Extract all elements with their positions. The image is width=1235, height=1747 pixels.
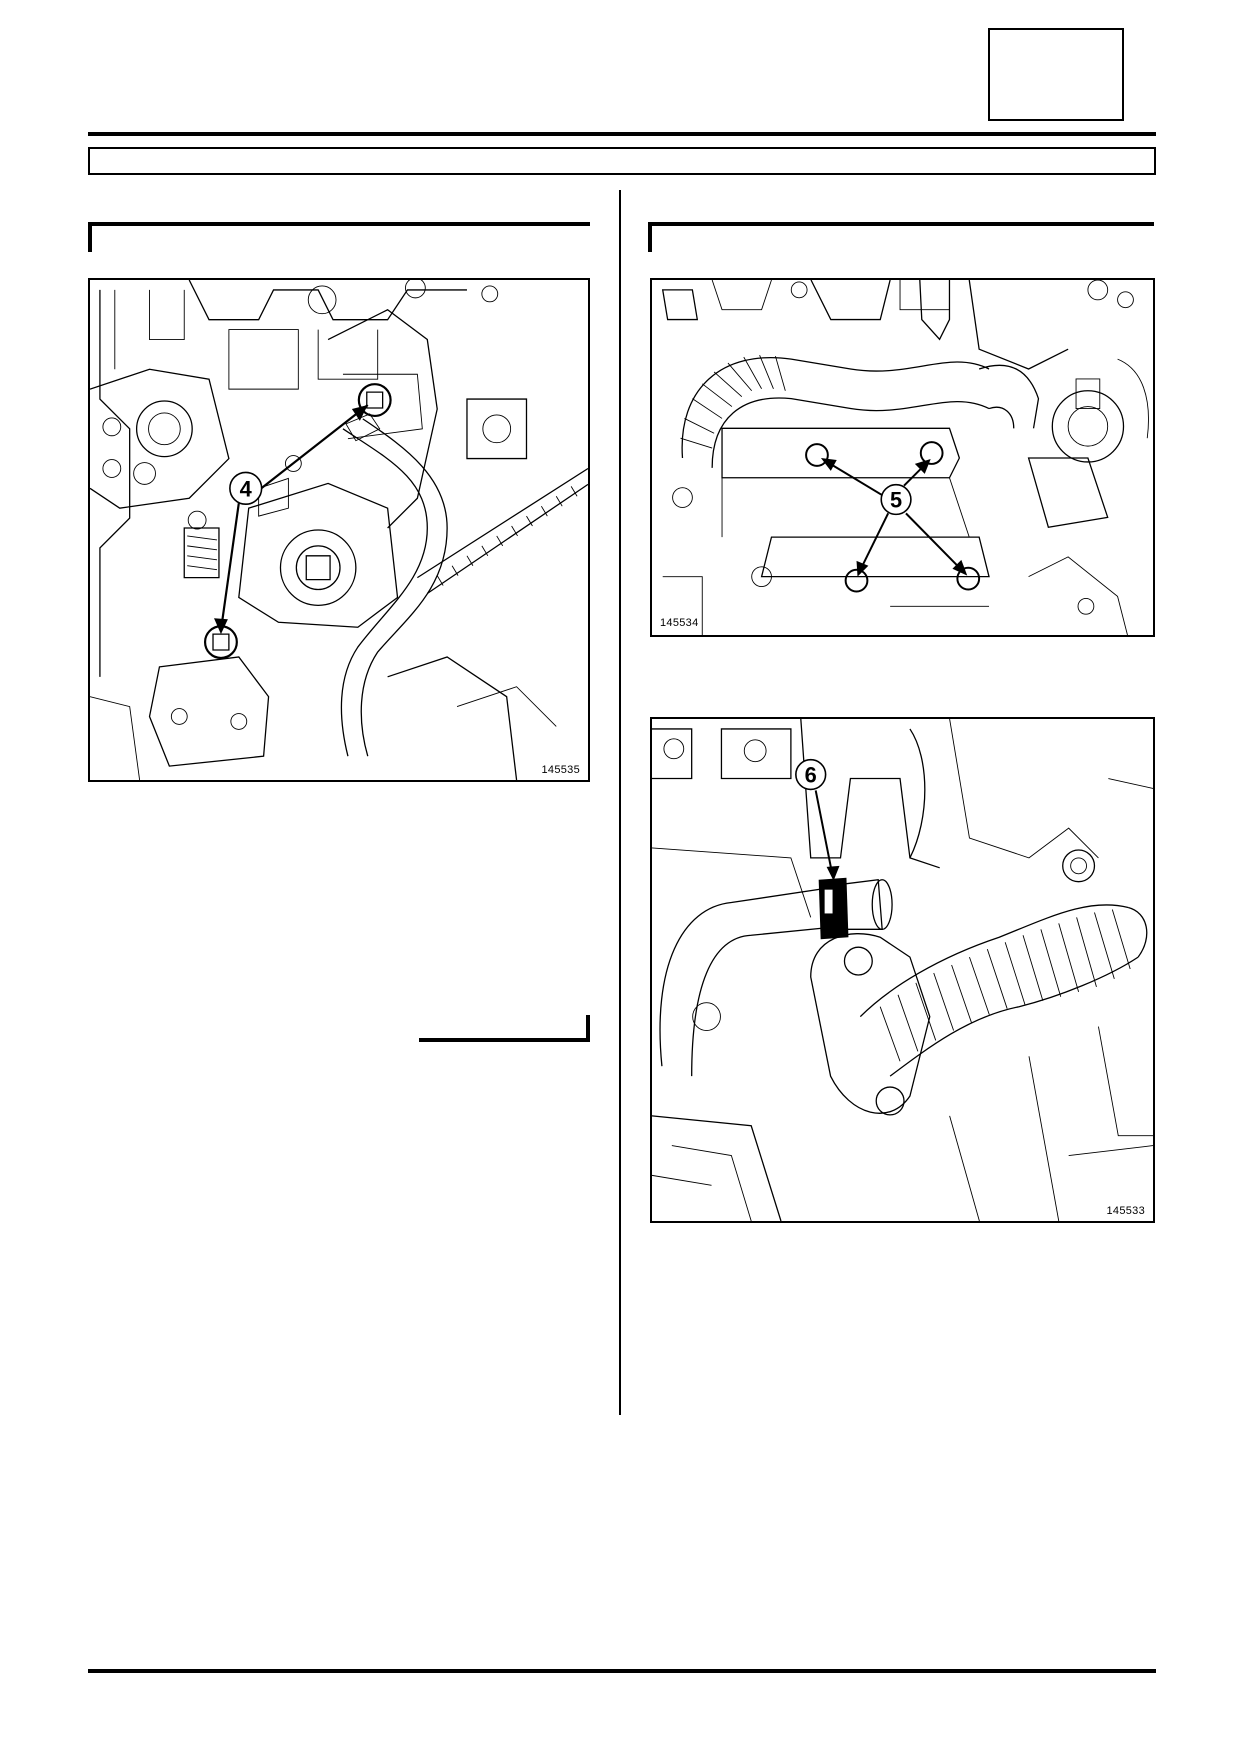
engine-illustration-egr-pipe: 5 (661, 280, 1149, 635)
figure-145534-id: 145534 (658, 617, 701, 629)
figure-145533-id: 145533 (1104, 1205, 1147, 1217)
figure-145535-callout: 4 (240, 476, 253, 501)
figure-145534-callout: 5 (890, 487, 902, 512)
figure-145535-id: 145535 (539, 764, 582, 776)
engine-illustration-fuel-pump: 4 (90, 280, 588, 780)
figure-145533: 6 145533 (650, 717, 1155, 1223)
left-note-end-bracket (419, 1015, 590, 1042)
figure-145534: 5 145534 (650, 278, 1155, 637)
footer-rule (88, 1669, 1156, 1673)
right-section-heading (648, 222, 1154, 252)
page-number-box (988, 28, 1124, 121)
figure-145535: 4 145535 (88, 278, 590, 782)
left-section-heading (88, 222, 590, 252)
header-rule (88, 132, 1156, 136)
engine-illustration-hose-clip: 6 (652, 719, 1153, 1221)
column-divider (619, 190, 621, 1415)
figure-145533-callout: 6 (805, 762, 817, 787)
section-title-bar (88, 147, 1156, 175)
